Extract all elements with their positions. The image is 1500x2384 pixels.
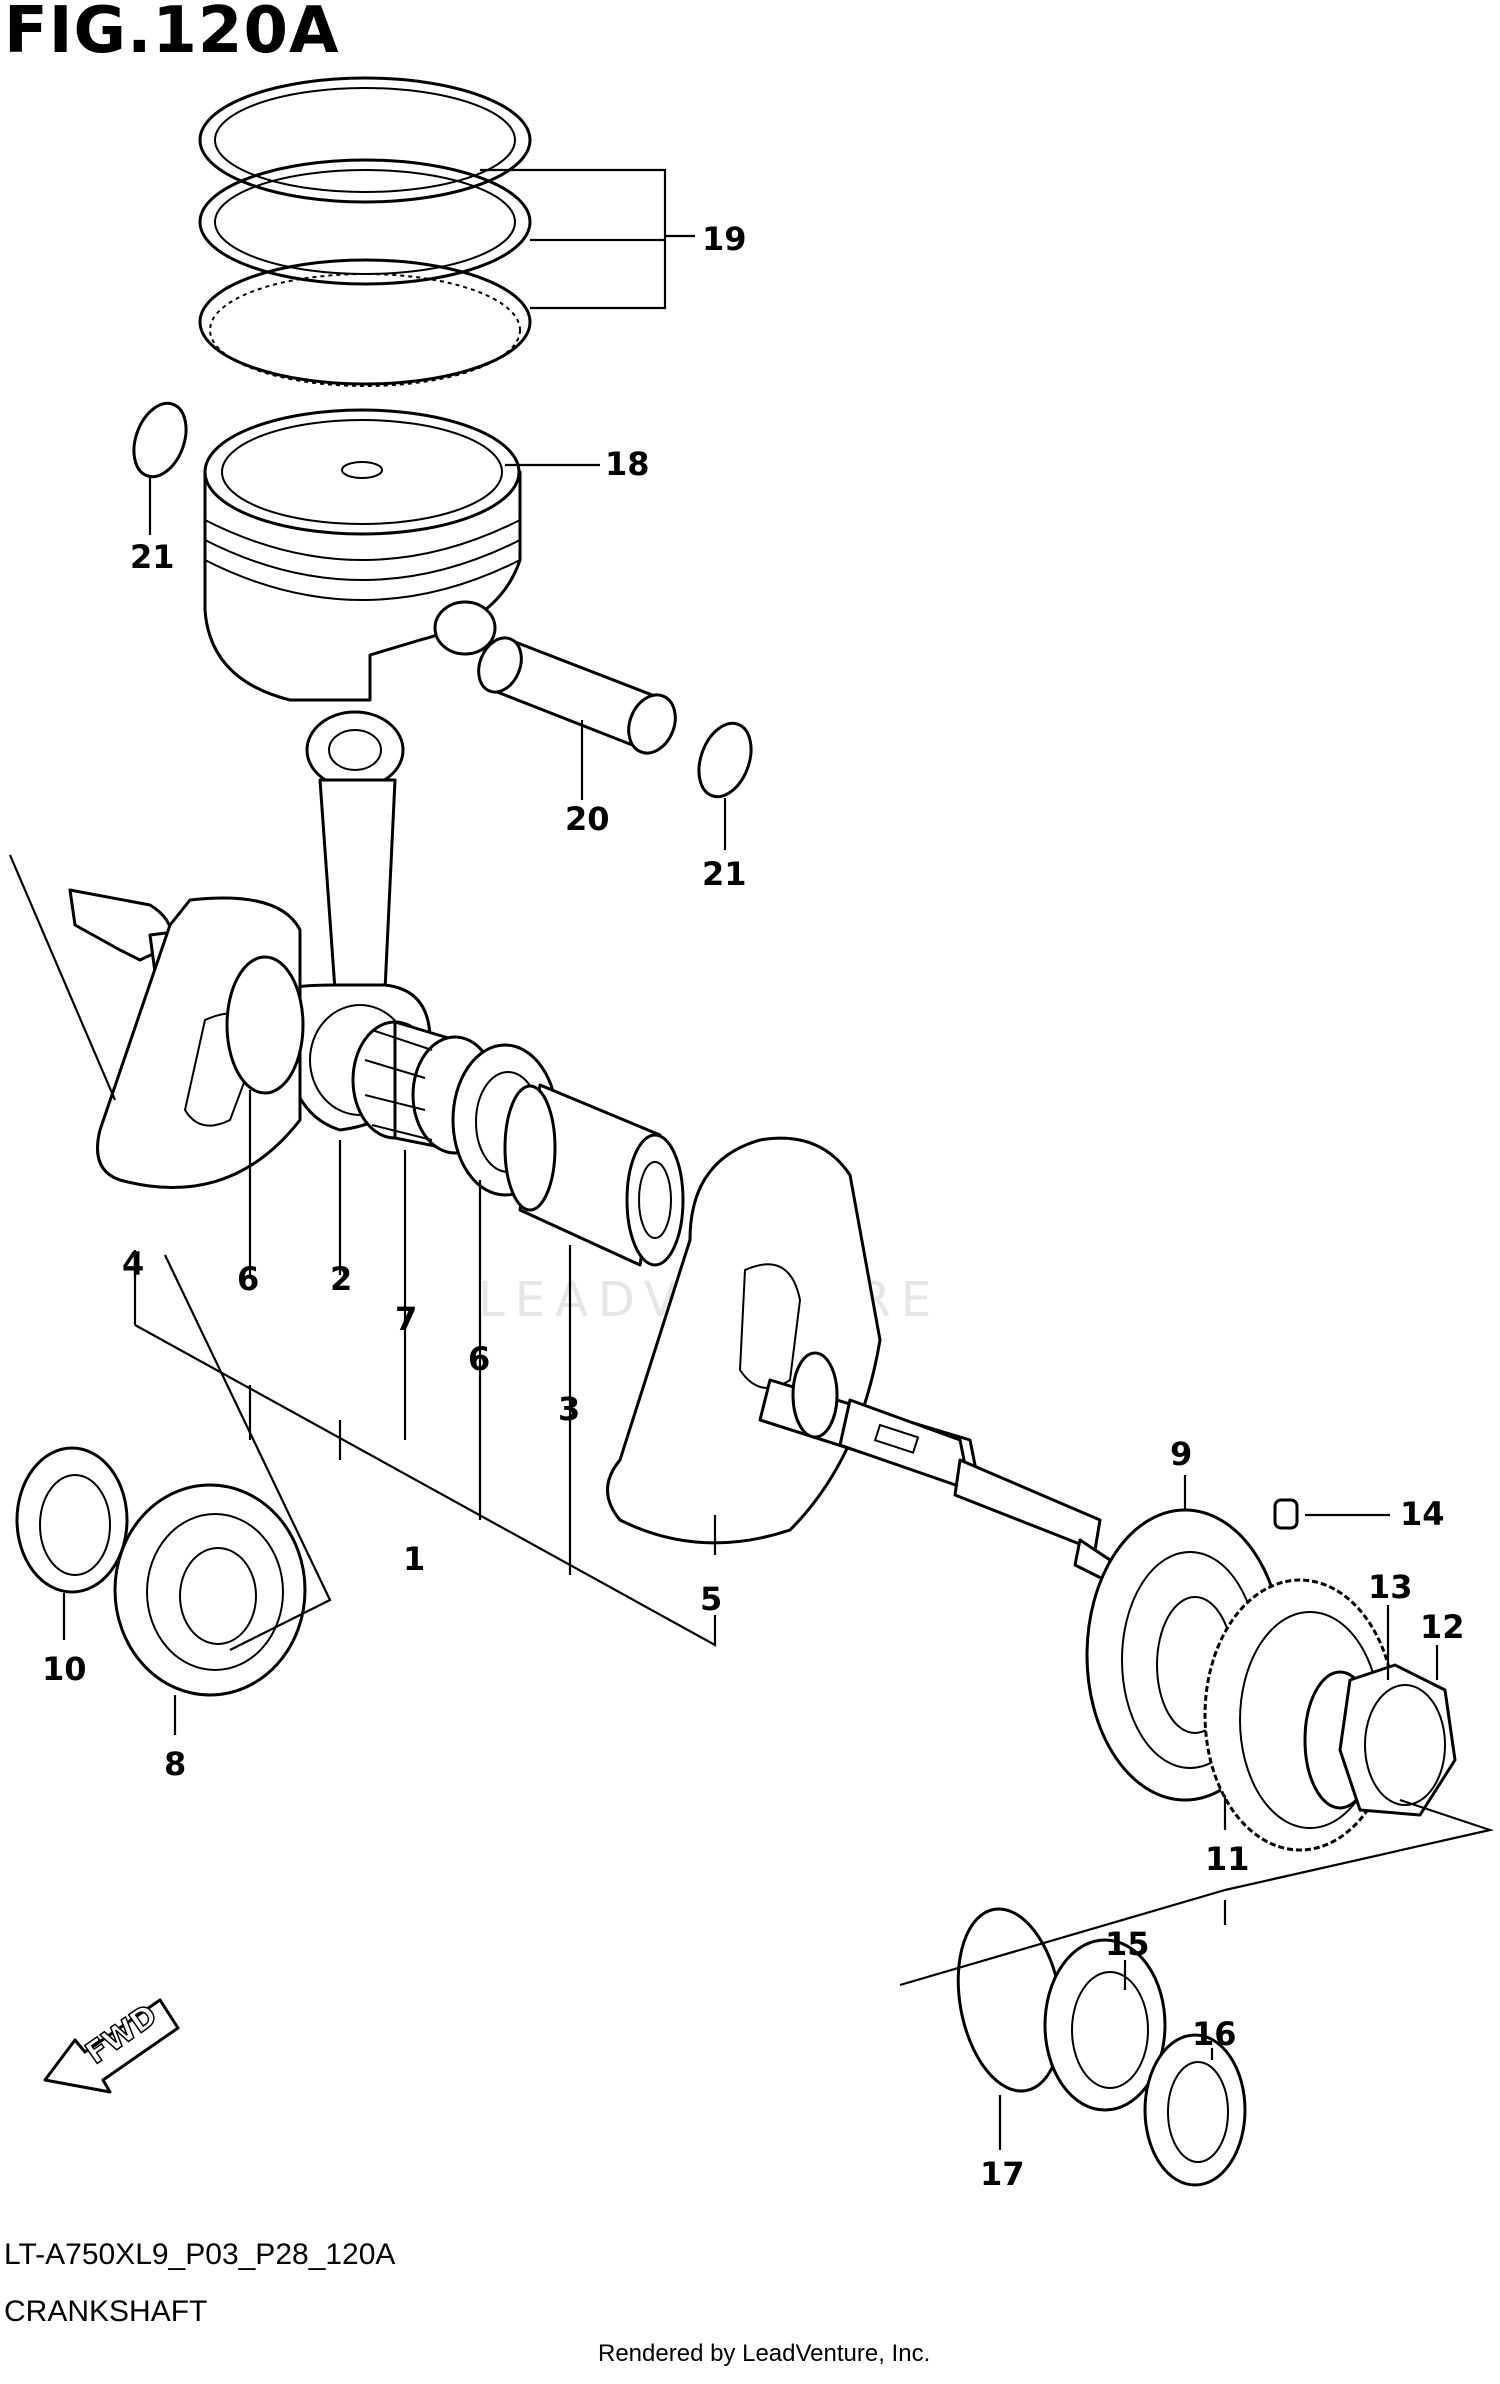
crankshaft-bearing-left[interactable]: [113, 1483, 307, 1697]
crank-pin[interactable]: [503, 1083, 685, 1267]
callout-13[interactable]: 13: [1368, 1568, 1413, 1606]
leader-lines: [8, 168, 1495, 2150]
piston-rings[interactable]: [198, 76, 532, 387]
callout-21-left[interactable]: 21: [130, 538, 175, 576]
callout-14[interactable]: 14: [1400, 1495, 1445, 1533]
oil-seal-small[interactable]: [1143, 2033, 1247, 2187]
callout-17[interactable]: 17: [980, 2155, 1025, 2193]
gear-key[interactable]: [1273, 1498, 1299, 1530]
model-code: LT-A750XL9_P03_P28_120A: [4, 2238, 396, 2271]
callout-3[interactable]: 3: [558, 1390, 580, 1428]
callout-20[interactable]: 20: [565, 800, 610, 838]
fwd-arrow-icon: FWD: [43, 1997, 180, 2094]
crankshaft-right-half[interactable]: [606, 1136, 1112, 1582]
crankshaft-left-half[interactable]: [68, 888, 305, 1189]
diagram-name: CRANKSHAFT: [4, 2295, 208, 2328]
callout-6-right[interactable]: 6: [468, 1340, 490, 1378]
piston-pin[interactable]: [471, 632, 684, 761]
callout-1[interactable]: 1: [403, 1540, 425, 1578]
callout-15[interactable]: 15: [1105, 1925, 1150, 1963]
piston-pin-circlip-left[interactable]: [124, 396, 195, 484]
callout-6-left[interactable]: 6: [237, 1260, 259, 1298]
oil-seal-left[interactable]: [15, 1446, 129, 1594]
crankshaft-nut[interactable]: [1338, 1663, 1457, 1817]
callout-5[interactable]: 5: [700, 1580, 722, 1618]
callout-4[interactable]: 4: [122, 1245, 144, 1283]
callout-2[interactable]: 2: [330, 1260, 352, 1298]
figure-title: FIG.120A: [4, 0, 340, 68]
piston-pin-circlip-right[interactable]: [689, 716, 760, 804]
callout-numbers: 19 18 21 20 21 4 6 2 7 6 3 1 5 9 14 13 1…: [42, 220, 1465, 2193]
callout-11[interactable]: 11: [1205, 1840, 1250, 1878]
piston[interactable]: [203, 408, 522, 702]
callout-19[interactable]: 19: [702, 220, 747, 258]
render-credit: Rendered by LeadVenture, Inc.: [598, 2340, 931, 2367]
callout-7[interactable]: 7: [395, 1300, 417, 1338]
callout-10[interactable]: 10: [42, 1650, 87, 1688]
callout-12[interactable]: 12: [1420, 1608, 1465, 1646]
bearing-small[interactable]: [1043, 1938, 1167, 2112]
callout-16[interactable]: 16: [1192, 2015, 1237, 2053]
callout-18[interactable]: 18: [605, 445, 650, 483]
callout-21-right[interactable]: 21: [702, 855, 747, 893]
callout-8[interactable]: 8: [164, 1745, 186, 1783]
callout-9[interactable]: 9: [1170, 1435, 1192, 1473]
